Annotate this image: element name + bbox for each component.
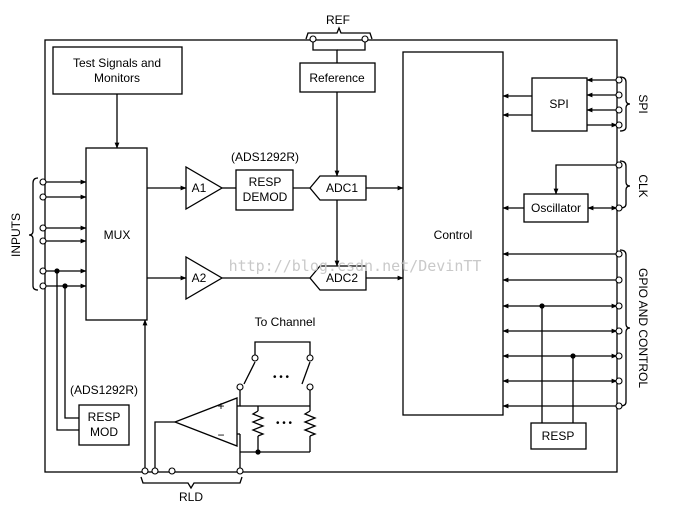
ads1292r-top-label: (ADS1292R) [231,150,299,164]
gpio-brace [619,249,631,407]
ref-pin-line [312,39,338,63]
junctions [54,268,576,455]
minus-label: − [217,428,224,442]
channel-switch [243,361,256,385]
pin-gpio [615,402,623,410]
pin-gpio [615,327,623,335]
spi-block [531,77,588,132]
rld-label: RLD [179,490,203,504]
pin-input [39,267,47,275]
plus-label: + [217,399,224,413]
pin-gpio [615,352,623,360]
clk-brace [619,160,631,209]
pin-gpio [615,377,623,385]
channel-switch [301,361,311,385]
ads1292r-bottom-label: (ADS1292R) [70,383,138,397]
pin-input [39,193,47,201]
resp-bottom-block [530,422,587,450]
rld-out [154,421,175,470]
to-channel-label: To Channel [255,315,316,329]
adc1-label: ADC1 [326,181,358,195]
pin-rld [141,467,149,475]
test-signals-label-1: Test Signals and [73,56,161,70]
oscillator-label: Oscillator [531,201,581,215]
control-block [402,51,504,416]
adc2-label: ADC2 [326,271,358,285]
switch-contact [251,354,259,362]
resp-mod-tap [64,286,79,419]
pin-rld [151,467,159,475]
pin-spi [615,121,623,129]
junction-dot [539,303,545,309]
pin-rld [168,467,176,475]
ellipsis-top: • • • [273,372,290,383]
pin-rld [236,467,244,475]
ref-brace [305,26,373,40]
inputs-brace [28,177,39,291]
pin-input [39,224,47,232]
pin-ref [309,35,317,43]
junction-dot [62,283,68,289]
pin-input [39,178,47,186]
inputs-label: INPUTS [9,213,23,257]
resp-mod-block [78,404,130,446]
resp-demod-label-2: DEMOD [243,190,288,204]
clk-line [553,164,617,195]
control-label: Control [434,228,473,242]
resp-mod-label-2: MOD [90,425,118,439]
resp-demod-block [235,169,294,211]
pin-gpio [615,276,623,284]
spi-brace [619,76,631,132]
mux-label: MUX [104,228,131,242]
pin-gpio [615,302,623,310]
resistor [251,410,265,437]
a2-label: A2 [192,271,207,285]
pin-spi [615,106,623,114]
switch-contact [236,383,244,391]
ellipsis-bottom: • • • [276,418,293,429]
pin-clk [615,204,623,212]
junction-dot [54,268,60,274]
pin-spi [615,91,623,99]
spi-block-label: SPI [549,97,568,111]
pin-spi [615,76,623,84]
rld-brace [140,476,243,490]
pin-gpio [615,250,623,258]
spi-side-label: SPI [636,94,650,113]
junction-dot [570,353,576,359]
resp-mod-tap [56,271,79,431]
a1-label: A1 [192,181,207,195]
junction-dot [255,449,261,455]
channel-switch-wire [254,341,311,355]
clk-side-label: CLK [636,174,650,197]
resp-demod-label-1: RESP [249,175,282,189]
chip-boundary [44,39,618,473]
ref-label: REF [326,13,350,27]
watermark-text: http://blog.csdn.net/DevinTT [229,257,482,275]
switch-contact [306,383,314,391]
resp-mod-label-1: RESP [88,410,121,424]
switch-contact [306,354,314,362]
gpio-side-label: GPIO AND CONTROL [636,268,650,388]
pin-clk [615,161,623,169]
pin-ref [361,35,369,43]
rld-amp [173,397,238,447]
test-signals-label-2: Monitors [94,71,140,85]
pin-input [39,282,47,290]
pin-input [39,237,47,245]
ref-pin-line [337,39,366,51]
reference-label: Reference [309,71,365,85]
resistor [303,410,317,437]
resp-bottom-label: RESP [542,429,575,443]
